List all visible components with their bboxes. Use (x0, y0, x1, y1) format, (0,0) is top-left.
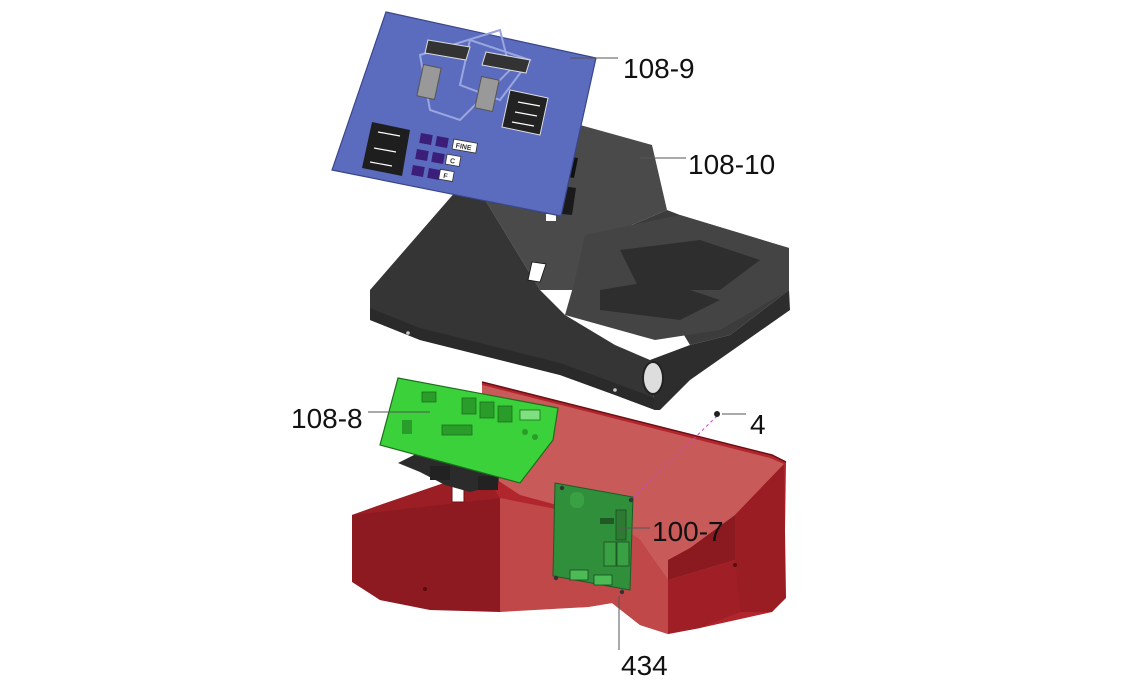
label-108-9: 108-9 (623, 53, 695, 84)
label-100-7: 100-7 (652, 516, 724, 547)
key-fine-label: FINE (455, 143, 472, 153)
power-board (552, 482, 634, 595)
label-4: 4 (750, 409, 766, 440)
screw-part (630, 411, 720, 501)
leader-lines (368, 57, 746, 650)
label-108-10: 108-10 (688, 149, 776, 180)
control-overlay: FINE C F (331, 11, 597, 217)
key-f-label: F (443, 173, 449, 181)
label-108-8: 108-8 (291, 403, 363, 434)
display-board (379, 377, 559, 492)
label-434: 434 (621, 650, 668, 681)
key-c-label: C (449, 158, 455, 166)
